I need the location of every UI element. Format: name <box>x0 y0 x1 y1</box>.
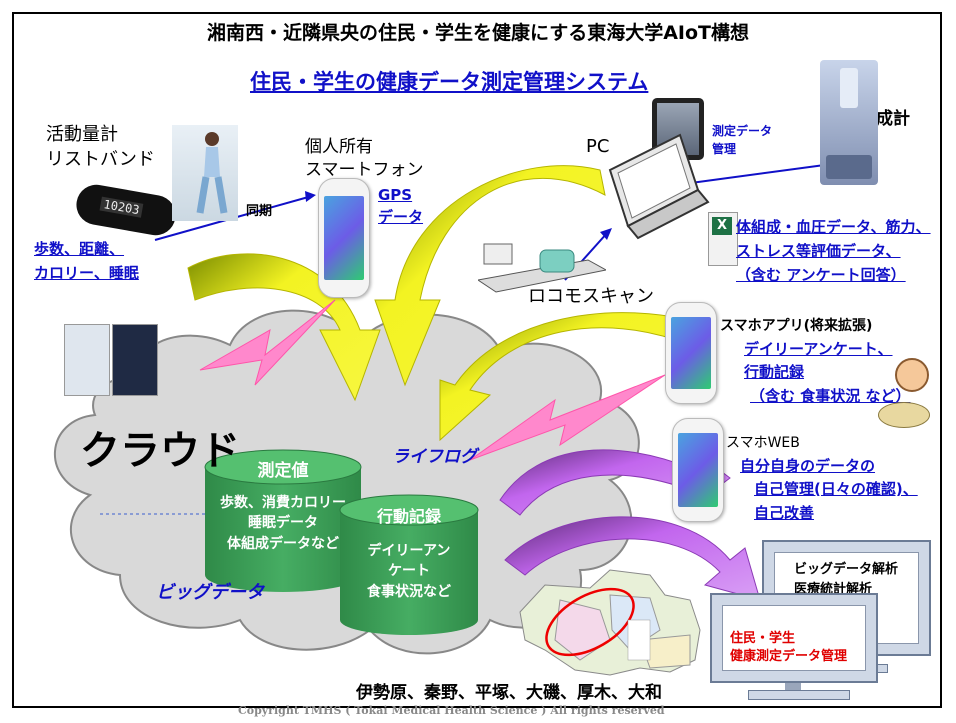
monitor-back-line-1: ビッグデータ解析 <box>794 562 899 577</box>
monitor-front-line-1: 住民・学生 <box>730 631 796 646</box>
web-data-1: 自分自身のデータの <box>740 457 876 475</box>
copyright: Copyright TMHS ( Tokai Medical Health Sc… <box>238 704 665 717</box>
map-cities: 伊勢原、秦野、平塚、大磯、厚木、大和 <box>356 683 662 703</box>
excel-data-3: （含む アンケート回答） <box>736 266 906 284</box>
wristband-label: 活動量計 <box>46 124 118 145</box>
web-label: スマホWEB <box>726 435 800 451</box>
app-label: スマホアプリ(将来拡張) <box>720 318 873 334</box>
db2-line-2: ケート <box>388 563 430 579</box>
cloud-label: クラウド <box>80 428 240 474</box>
page-subtitle: 住民・学生の健康データ測定管理システム <box>250 70 649 94</box>
excel-icon: X <box>708 212 738 266</box>
laptop-icon <box>608 133 710 240</box>
gps-label-1: GPS <box>378 186 413 204</box>
measure-mgmt-2: 管理 <box>712 142 737 156</box>
yellow-arrow-pc <box>374 165 606 387</box>
bigdata-label: ビッグデータ <box>156 582 264 603</box>
map-icon <box>519 569 701 676</box>
wristband-screen: 10203 <box>99 196 144 218</box>
monitor-front-line-2: 健康測定データ管理 <box>730 649 848 664</box>
app-screenshot-icon <box>64 324 159 396</box>
db2-line-3: 食事状況など <box>367 584 451 600</box>
db2-line-1: デイリーアン <box>367 543 451 559</box>
body-composition-scale-icon <box>820 60 878 185</box>
locomo-label: ロコモスキャン <box>528 286 654 307</box>
wristband-label-2: リストバンド <box>46 149 155 170</box>
lifelog-label: ライフログ <box>392 447 477 467</box>
db1-line-3: 体組成データなど <box>227 536 339 552</box>
app-data-2: 行動記録 <box>744 363 805 381</box>
gps-label-2: データ <box>378 208 424 226</box>
bolt-phone <box>199 299 336 386</box>
wristband-data-1: 歩数、距離、 <box>34 240 125 258</box>
wristband-data-2: カロリー、睡眠 <box>34 264 139 282</box>
meal-icon <box>878 402 930 428</box>
yellow-arrow-app <box>439 312 691 442</box>
sync-label: 同期 <box>246 204 273 219</box>
pc-label: PC <box>586 136 610 157</box>
page-title: 湘南西・近隣県央の住民・学生を健康にする東海大学AIoT構想 <box>207 22 749 44</box>
measure-mgmt-1: 測定データ <box>712 124 773 138</box>
web-data-3: 自己改善 <box>754 504 815 522</box>
smartphone-icon <box>318 178 370 298</box>
phone-label-2: スマートフォン <box>305 160 424 180</box>
db1-line-2: 睡眠データ <box>248 515 318 531</box>
db1-line-1: 歩数、消費カロリー <box>220 495 346 511</box>
person-icon <box>895 358 929 392</box>
web-data-2: 自己管理(日々の確認)、 <box>754 480 918 498</box>
db-measurements <box>204 449 362 592</box>
db2-title: 行動記録 <box>376 507 441 526</box>
excel-data-1: 体組成・血圧データ、筋力、 <box>736 218 931 236</box>
walking-person-icon <box>172 125 238 221</box>
db1-title: 測定値 <box>257 461 309 481</box>
app-phone-icon <box>665 302 717 404</box>
db-activity-log <box>339 494 479 635</box>
web-phone-icon <box>672 418 724 522</box>
app-data-1: デイリーアンケート、 <box>744 340 893 358</box>
excel-data-2: ストレス等評価データ、 <box>736 242 901 260</box>
diagram-frame <box>12 12 942 708</box>
monitor-front: 住民・学生 健康測定データ管理 <box>710 593 878 683</box>
app-data-3: （含む 食事状況 など） <box>750 387 911 405</box>
phone-label-1: 個人所有 <box>305 137 373 157</box>
